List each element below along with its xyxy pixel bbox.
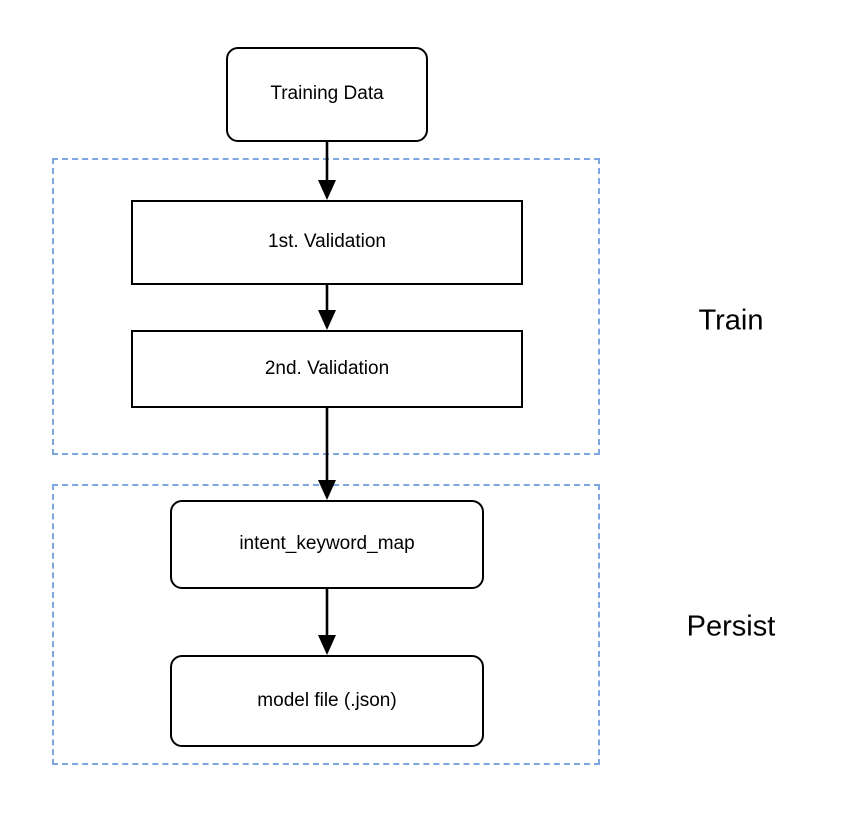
node-training-data-label: Training Data: [270, 83, 384, 105]
node-validation-2[interactable]: 2nd. Validation: [131, 330, 523, 408]
node-training-data[interactable]: Training Data: [226, 47, 428, 142]
node-validation-1-label: 1st. Validation: [268, 231, 386, 253]
node-model-file[interactable]: model file (.json): [170, 655, 484, 747]
node-validation-1[interactable]: 1st. Validation: [131, 200, 523, 285]
node-intent-keyword-map-label: intent_keyword_map: [239, 533, 415, 555]
group-label-persist: Persist: [686, 610, 776, 643]
group-label-train: Train: [698, 304, 764, 337]
node-intent-keyword-map[interactable]: intent_keyword_map: [170, 500, 484, 589]
node-validation-2-label: 2nd. Validation: [264, 357, 390, 379]
node-model-file-label: model file (.json): [257, 689, 397, 711]
